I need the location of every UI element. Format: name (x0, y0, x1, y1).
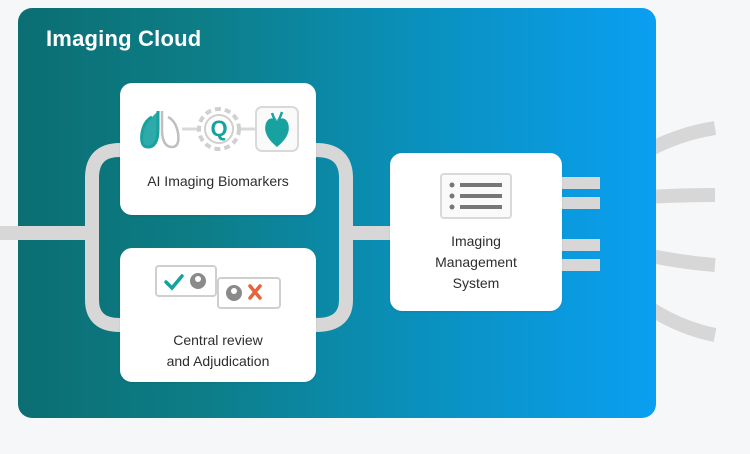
review-icons (155, 265, 281, 309)
checkmark-icon (164, 274, 184, 291)
central-review-card[interactable]: Central review and Adjudication (120, 248, 316, 382)
lungs-icon (140, 111, 180, 149)
ims-label-line1: Imaging (451, 233, 501, 249)
ims-output-stub (560, 177, 600, 271)
ims-label-line2: Management (435, 254, 517, 270)
ims-label-line3: System (452, 275, 500, 291)
review-label-line1: Central review (173, 332, 263, 348)
review-label-line2: and Adjudication (166, 353, 270, 369)
cross-icon (248, 284, 262, 300)
q-gear-icon: Q (197, 107, 241, 151)
checkmark-user-box (155, 265, 217, 297)
list-icon (440, 173, 512, 219)
user-icon (190, 273, 206, 289)
biomarkers-label: AI Imaging Biomarkers (147, 173, 289, 189)
cloud-title: Imaging Cloud (46, 26, 202, 51)
right-branch-connector (309, 143, 399, 332)
imaging-management-system-card[interactable]: Imaging Management System (390, 153, 562, 311)
cross-user-box (217, 277, 281, 309)
svg-text:Q: Q (210, 116, 227, 141)
left-branch-connector (11, 143, 127, 332)
user-icon-2 (226, 285, 242, 301)
heart-icon (255, 106, 299, 152)
biomarker-icons: Q (140, 106, 299, 152)
ai-imaging-biomarkers-card[interactable]: Q AI Imaging Biomarkers (120, 83, 316, 215)
